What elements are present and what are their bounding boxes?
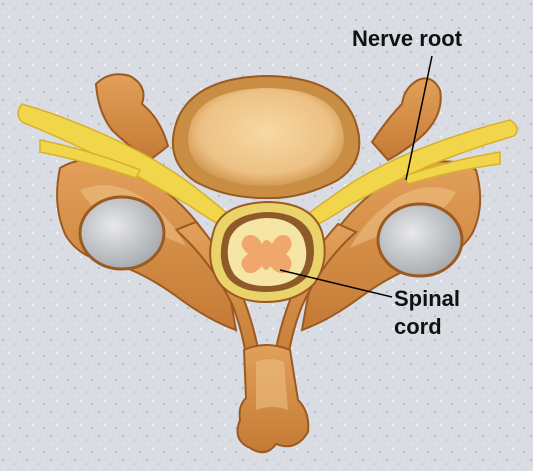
- vertebral-body: [173, 76, 359, 198]
- right-facet-joint: [378, 204, 462, 276]
- spinal-cord-label-line2: cord: [394, 314, 442, 339]
- nerve-root-label: Nerve root: [352, 26, 463, 51]
- left-facet-joint: [80, 197, 164, 269]
- spinal-cord-label-line1: Spinal: [394, 286, 460, 311]
- spinal-cord: [210, 202, 325, 302]
